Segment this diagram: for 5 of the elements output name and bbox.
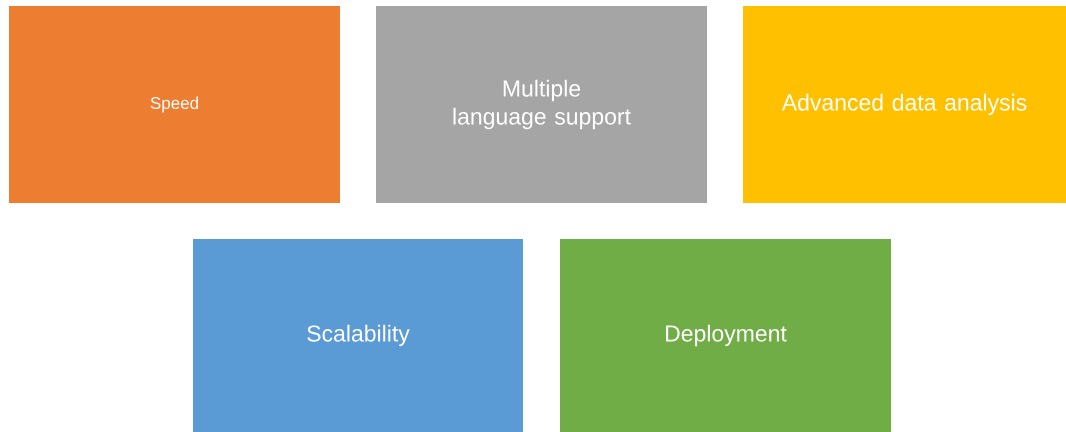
feature-box: Deployment (560, 239, 891, 432)
feature-box: Multiple language support (376, 6, 707, 203)
feature-box: Scalability (193, 239, 523, 432)
feature-box: Speed (9, 6, 340, 203)
feature-box: Advanced data analysis (743, 6, 1066, 203)
